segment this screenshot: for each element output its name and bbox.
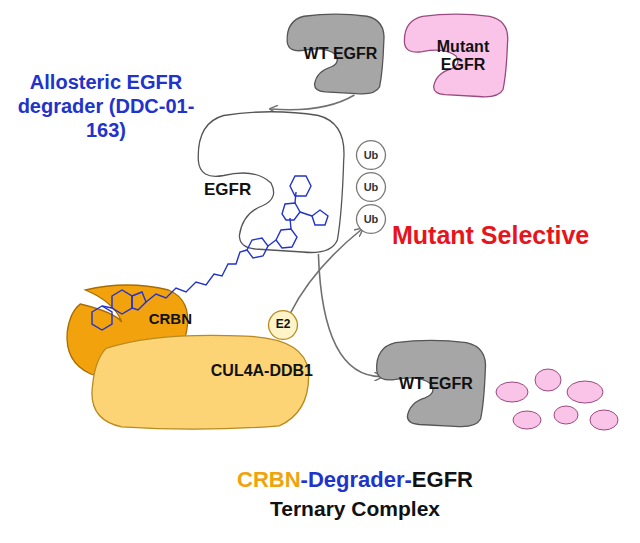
ubiquitin-circle: Ub <box>356 172 386 202</box>
e2-circle: E2 <box>268 310 298 340</box>
egfr-shape: EGFR <box>192 108 350 258</box>
selectivity-label: Mutant Selective <box>392 220 632 250</box>
node-label: Ub <box>364 149 379 162</box>
node-label: EGFR <box>204 180 251 200</box>
node-label: Ub <box>364 213 379 226</box>
node-label: CUL4A-DDB1 <box>211 362 313 380</box>
ternary-part: -Degrader- <box>301 467 412 492</box>
node-label: Mutant EGFR <box>423 38 503 75</box>
cul4a-ddb1-shape: CUL4A-DDB1 <box>88 330 313 432</box>
flow-arrow <box>271 95 354 110</box>
ubiquitin-circle: Ub <box>356 204 386 234</box>
wt-egfr-shape: WT EGFR <box>283 12 388 97</box>
node-label: Ub <box>364 181 379 194</box>
ternary-part: CRBN <box>237 467 301 492</box>
node-label: CRBN <box>149 310 192 327</box>
node-label: WT EGFR <box>304 45 378 63</box>
ternary-part: EGFR <box>412 467 473 492</box>
cul4a-ddb1-shape-outline <box>88 330 313 432</box>
ubiquitin-circle: Ub <box>356 140 386 170</box>
ternary-heading: CRBN-Degrader-EGFR <box>105 467 605 493</box>
mutant-egfr-shape: Mutant EGFR <box>400 12 512 100</box>
wt-egfr-shape: WT EGFR <box>372 338 490 430</box>
complex-caption: Ternary Complex <box>105 496 605 521</box>
flow-arrow <box>318 254 381 377</box>
degrader-title: Allosteric EGFR degrader (DDC-01-163) <box>6 70 206 142</box>
node-label: WT EGFR <box>399 375 473 393</box>
node-label: E2 <box>276 318 291 332</box>
